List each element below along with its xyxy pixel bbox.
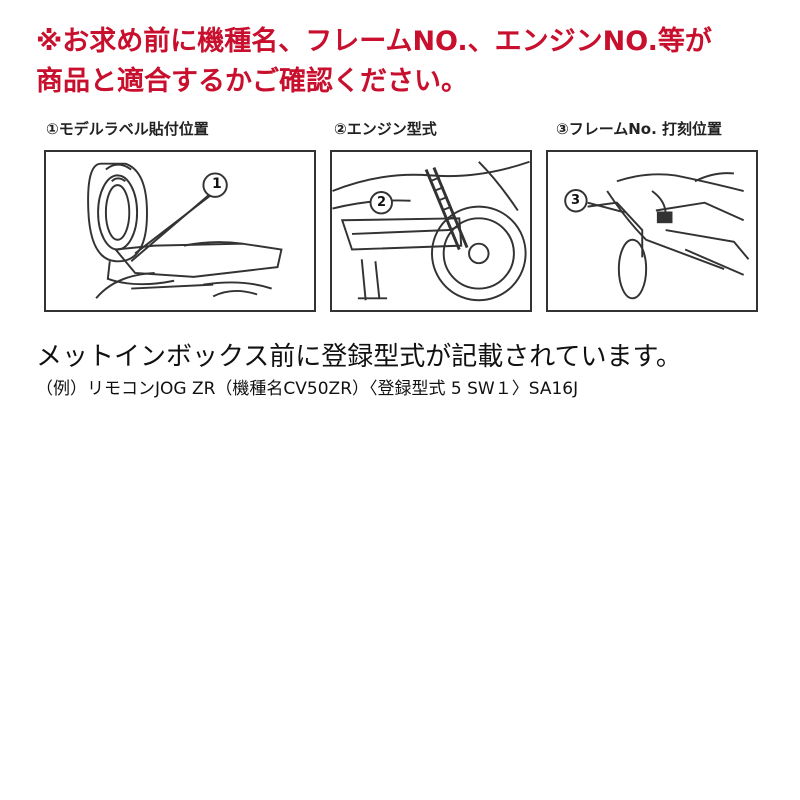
example-text: （例）リモコンJOG ZR（機種名CV50ZR）〈登録型式 5 SW１〉SA16… bbox=[36, 379, 579, 399]
callout-3: 3 bbox=[571, 193, 581, 208]
helmet-box-illustration bbox=[87, 162, 283, 299]
diagram-model-label-location: 1 bbox=[44, 150, 316, 312]
notice-line-2: 商品と適合するかご確認ください。 bbox=[36, 66, 468, 97]
diagram-engine-type-location: 2 bbox=[330, 150, 532, 312]
panel-label-model-label: ①モデルラベル貼付位置 bbox=[46, 120, 209, 138]
panel-label-engine-type: ②エンジン型式 bbox=[334, 120, 437, 138]
notice: ※お求め前に機種名、フレームNO.、エンジンNO.等が 商品と適合するかご確認く… bbox=[36, 22, 776, 102]
diagram-frame-number-location: 3 bbox=[546, 150, 758, 312]
callout-2: 2 bbox=[377, 195, 387, 210]
engine-illustration bbox=[332, 160, 530, 302]
callout-1: 1 bbox=[212, 176, 222, 192]
notice-line-1: ※お求め前に機種名、フレームNO.、エンジンNO.等が bbox=[36, 26, 712, 57]
frame-illustration bbox=[564, 172, 750, 300]
description-text: メットインボックス前に登録型式が記載されています。 bbox=[36, 342, 682, 372]
panel-label-frame-number: ③フレームNo. 打刻位置 bbox=[556, 120, 723, 138]
